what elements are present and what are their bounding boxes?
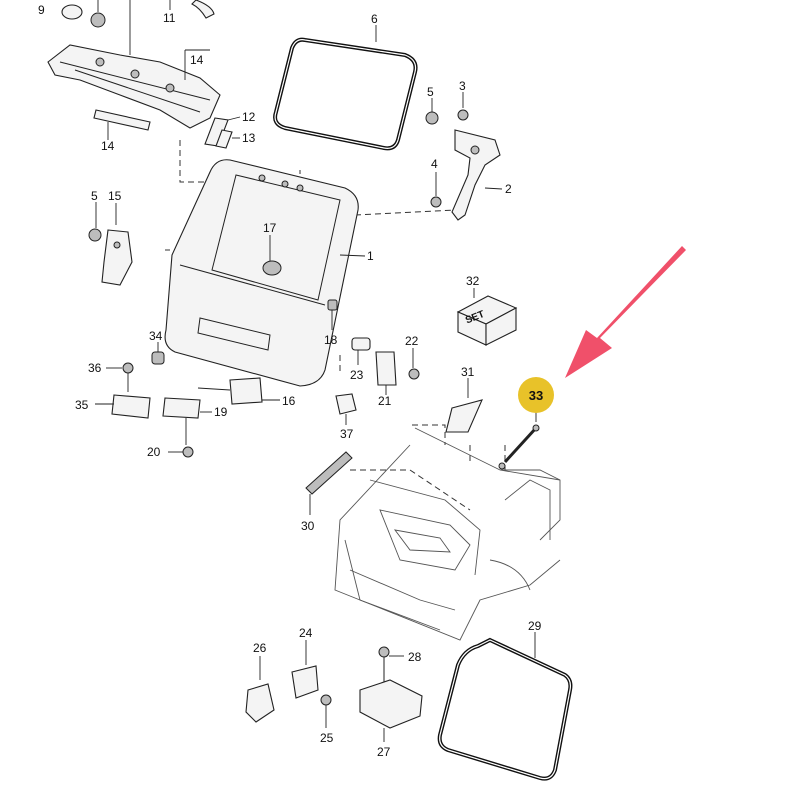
callout-13: 13 xyxy=(242,131,256,145)
callout-28: 28 xyxy=(408,650,422,664)
part-31-trim xyxy=(445,378,483,433)
part-5-nut-left xyxy=(88,202,102,242)
callout-12: 12 xyxy=(242,110,256,124)
callout-21: 21 xyxy=(378,394,392,408)
part-4-bolt xyxy=(430,172,442,208)
part-28-bolt xyxy=(378,646,404,682)
callout-25: 25 xyxy=(320,731,334,745)
callout-16: 16 xyxy=(282,394,296,408)
part-32-set-box xyxy=(456,288,518,346)
part-26-cap xyxy=(245,656,275,723)
callout-27: 27 xyxy=(377,745,391,759)
callout-5-left: 5 xyxy=(91,189,98,203)
part-29-opening-seal xyxy=(437,632,573,781)
part-17-wiper-nut xyxy=(262,235,282,276)
callout-11: 11 xyxy=(163,11,176,25)
part-35-light xyxy=(95,394,151,419)
callout-32: 32 xyxy=(466,274,480,288)
callout-37: 37 xyxy=(340,427,354,441)
callout-29: 29 xyxy=(528,619,542,633)
part-34-bumper xyxy=(151,342,165,365)
callout-4: 4 xyxy=(431,157,438,171)
callout-6: 6 xyxy=(371,12,378,26)
part-14-strip xyxy=(93,109,151,140)
callout-9: 9 xyxy=(38,3,45,17)
part-36-screw xyxy=(106,362,134,392)
highlight-arrow xyxy=(565,246,686,378)
highlight-badge xyxy=(518,377,554,413)
callout-33: 33 xyxy=(529,388,543,403)
part-19-switch xyxy=(162,397,212,445)
part-27-striker xyxy=(359,679,423,742)
part-37-latch xyxy=(335,393,357,425)
part-18-bumper xyxy=(327,299,338,330)
callout-34: 34 xyxy=(149,329,163,343)
part-22-screw xyxy=(408,348,420,380)
part-11-trim xyxy=(129,0,215,55)
part-33-gas-strut xyxy=(498,408,540,470)
part-21-cover xyxy=(375,351,397,395)
part-2-hinge xyxy=(451,129,503,221)
part-16-actuator xyxy=(197,377,280,405)
callout-30: 30 xyxy=(301,519,315,533)
callout-26: 26 xyxy=(253,641,267,655)
part-24-bracket xyxy=(291,640,319,699)
callout-35: 35 xyxy=(75,398,89,412)
callout-18: 18 xyxy=(324,333,338,347)
part-13-clip xyxy=(215,129,240,149)
part-25-screw xyxy=(320,694,332,728)
callout-labels: 9 11 6 14 5 3 12 13 14 4 2 5 15 17 1 32 … xyxy=(38,3,543,759)
part-30-gas-strut xyxy=(305,451,353,515)
callout-23: 23 xyxy=(350,368,364,382)
part-23-stop xyxy=(351,337,371,365)
part-14-spoiler-bracket xyxy=(47,44,221,129)
callout-36: 36 xyxy=(88,361,102,375)
callout-20: 20 xyxy=(147,445,161,459)
vehicle-body xyxy=(334,427,561,641)
part-3-bolt xyxy=(457,92,469,121)
part-10-nut xyxy=(90,0,106,28)
callout-19: 19 xyxy=(214,405,228,419)
callout-17: 17 xyxy=(263,221,277,235)
part-9-cap xyxy=(61,4,83,20)
part-1-tailgate xyxy=(164,159,366,387)
callout-5-top: 5 xyxy=(427,85,434,99)
part-5-nut-top xyxy=(425,98,439,125)
callout-15: 15 xyxy=(108,189,122,203)
callout-7-14: 14 xyxy=(190,53,204,67)
callout-24: 24 xyxy=(299,626,313,640)
part-20-screw xyxy=(168,446,194,458)
callout-31: 31 xyxy=(461,365,475,379)
callout-14: 14 xyxy=(101,139,115,153)
callout-22: 22 xyxy=(405,334,419,348)
part-15-lock xyxy=(101,203,133,286)
part-6-window-seal xyxy=(273,25,418,151)
callout-1: 1 xyxy=(367,249,374,263)
callout-2: 2 xyxy=(505,182,512,196)
callout-3: 3 xyxy=(459,79,466,93)
